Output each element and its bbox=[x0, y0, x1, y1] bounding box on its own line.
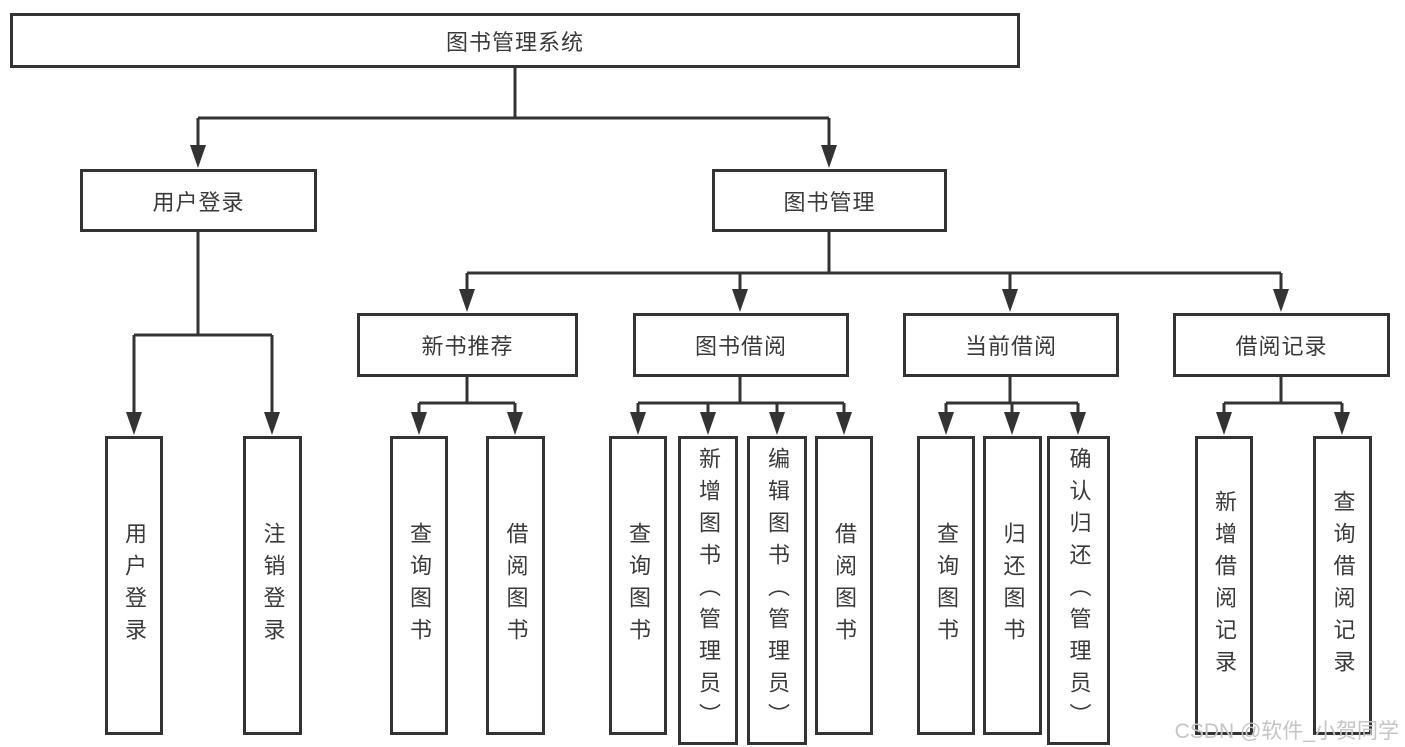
leaf-return-books-label: 归还图书 bbox=[1000, 521, 1026, 650]
leaf-confirm-return-admin: 确认归还（管理员） bbox=[1047, 436, 1110, 745]
leaf-borrow-books-recommend: 借阅图书 bbox=[486, 436, 545, 735]
leaf-logout-label: 注销登录 bbox=[260, 521, 286, 650]
leaf-query-books-current: 查询图书 bbox=[917, 436, 975, 735]
leaf-add-borrow-record-label: 新增借阅记录 bbox=[1212, 489, 1237, 682]
leaf-query-books-borrow-label: 查询图书 bbox=[626, 521, 651, 650]
leaf-confirm-return-admin-label: 确认归还（管理员） bbox=[1066, 446, 1092, 735]
node-book-borrow-label: 图书借阅 bbox=[694, 334, 787, 359]
leaf-user-login: 用户登录 bbox=[105, 436, 163, 735]
node-book-borrow: 图书借阅 bbox=[633, 313, 849, 377]
leaf-add-books-admin: 新增图书（管理员） bbox=[678, 436, 738, 745]
node-user-login-label: 用户登录 bbox=[152, 189, 245, 215]
leaf-borrow-books: 借阅图书 bbox=[815, 436, 873, 735]
leaf-query-books-recommend: 查询图书 bbox=[390, 436, 448, 735]
leaf-query-books-recommend-label: 查询图书 bbox=[407, 521, 432, 650]
leaf-logout: 注销登录 bbox=[243, 436, 302, 735]
leaf-edit-books-admin: 编辑图书（管理员） bbox=[747, 436, 807, 745]
node-root: 图书管理系统 bbox=[10, 13, 1020, 68]
leaf-query-borrow-record: 查询借阅记录 bbox=[1313, 436, 1372, 735]
leaf-query-books-borrow: 查询图书 bbox=[609, 436, 667, 735]
node-current-borrow-label: 当前借阅 bbox=[964, 334, 1057, 359]
node-book-management: 图书管理 bbox=[712, 169, 947, 232]
leaf-add-borrow-record: 新增借阅记录 bbox=[1195, 436, 1253, 735]
leaf-user-login-label: 用户登录 bbox=[122, 521, 147, 650]
node-borrow-records-label: 借阅记录 bbox=[1235, 334, 1328, 359]
node-new-book-recommend: 新书推荐 bbox=[357, 313, 578, 377]
node-book-management-label: 图书管理 bbox=[783, 189, 876, 215]
leaf-add-books-admin-label: 新增图书（管理员） bbox=[696, 446, 721, 735]
node-new-book-recommend-label: 新书推荐 bbox=[421, 334, 514, 359]
leaf-borrow-books-label: 借阅图书 bbox=[832, 521, 857, 650]
node-current-borrow: 当前借阅 bbox=[903, 313, 1119, 377]
arrowheads bbox=[126, 145, 1350, 435]
connector-edges bbox=[132, 68, 1344, 417]
node-user-login: 用户登录 bbox=[80, 169, 317, 232]
leaf-query-books-current-label: 查询图书 bbox=[934, 521, 959, 650]
node-borrow-records: 借阅记录 bbox=[1173, 313, 1390, 377]
watermark: CSDN @软件_小贺同学 bbox=[1174, 720, 1399, 743]
leaf-query-borrow-record-label: 查询借阅记录 bbox=[1330, 489, 1356, 682]
leaf-edit-books-admin-label: 编辑图书（管理员） bbox=[765, 446, 790, 735]
leaf-borrow-books-recommend-label: 借阅图书 bbox=[503, 521, 529, 650]
leaf-return-books: 归还图书 bbox=[983, 436, 1042, 735]
node-root-label: 图书管理系统 bbox=[445, 29, 584, 55]
